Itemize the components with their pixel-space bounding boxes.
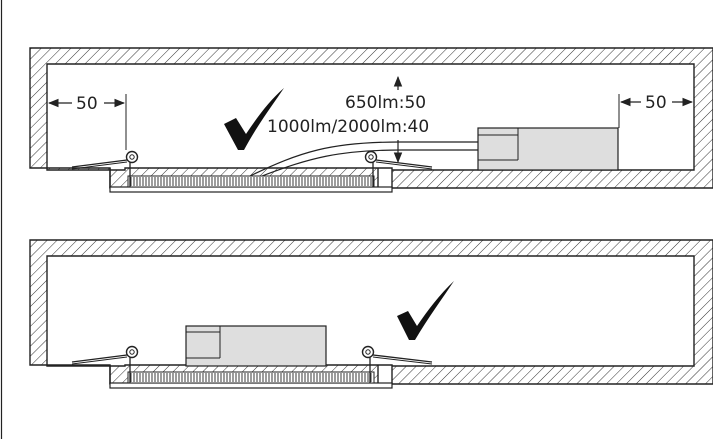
heatsink-fins — [130, 177, 372, 186]
spring-clip-right — [364, 150, 433, 187]
spring-clip-left — [71, 150, 139, 187]
power-cable — [249, 141, 478, 177]
power-cable — [261, 149, 478, 177]
spring-clip-left — [71, 345, 139, 383]
height-label-1000lm-2000lm: 1000lm/2000lm:40 — [267, 117, 429, 137]
top-installation-panel: 50 50 650lm:50 1000lm/2000lm:40 — [29, 47, 713, 193]
luminaire-trim — [109, 382, 393, 389]
check-mark-icon — [397, 281, 454, 340]
left-clearance-label: 50 — [76, 94, 98, 114]
driver-box — [185, 325, 327, 367]
bottom-installation-panel — [29, 239, 713, 389]
luminaire-trim — [109, 186, 393, 193]
heatsink-fins — [130, 373, 372, 382]
check-mark-icon — [224, 88, 284, 150]
right-clearance-label: 50 — [645, 93, 667, 113]
spring-clip-right — [361, 345, 433, 383]
height-label-650lm: 650lm:50 — [345, 93, 426, 113]
driver-box — [477, 127, 619, 171]
ceiling-void-wall — [29, 239, 713, 385]
